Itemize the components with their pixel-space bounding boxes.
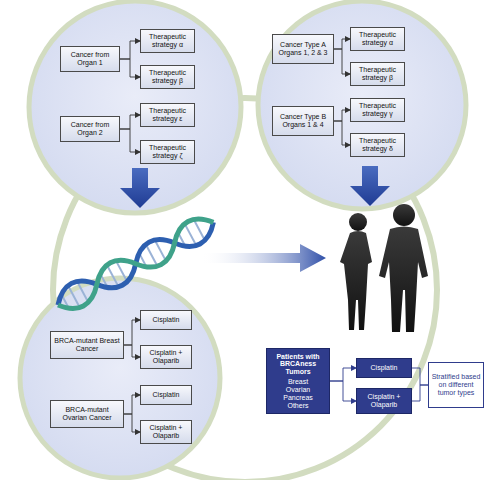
process-box: Cisplatin + Olaparib [140, 420, 192, 444]
process-box: Cancer from Organ 2 [60, 116, 120, 142]
circle-top-right [258, 1, 466, 209]
process-box: Cisplatin + Olaparib [140, 345, 192, 369]
box-text: Cancer Type B Organs 1 & 4 [275, 113, 331, 129]
box-text: BRCA-mutant Breast Cancer [53, 337, 121, 353]
process-box: Cancer Type B Organs 1 & 4 [272, 106, 334, 136]
connector [120, 41, 140, 59]
horizontal-arrow [200, 244, 326, 272]
process-box: Cancer Type A Organs 1, 2 & 3 [272, 34, 334, 64]
dna-helix [52, 211, 220, 317]
box-text: Therapeutic strategy δ [353, 137, 402, 153]
process-box: Therapeutic strategy α [140, 29, 195, 53]
down-arrow [120, 168, 160, 208]
box-text: Cisplatin [371, 364, 398, 372]
box-text: Breast Ovarian Pancreas Others [283, 378, 313, 409]
box-text: Stratified based on different tumor type… [431, 373, 481, 396]
box-text: Therapeutic strategy β [353, 66, 402, 82]
box-text: BRCA-mutant Ovarian Cancer [53, 406, 121, 422]
dark-box: Patients with BRCAness TumorsBreast Ovar… [266, 348, 330, 414]
outline-box: Stratified based on different tumor type… [428, 362, 484, 408]
box-text: Therapeutic strategy ζ [143, 144, 192, 160]
box-text: Cancer from Organ 1 [63, 51, 117, 67]
box-text: Cancer Type A Organs 1, 2 & 3 [275, 41, 331, 57]
down-arrow [350, 166, 390, 206]
connector [124, 345, 140, 357]
process-box: BRCA-mutant Breast Cancer [50, 331, 124, 359]
connector [412, 368, 428, 385]
process-box: Therapeutic strategy ε [140, 103, 195, 127]
connector [330, 381, 356, 401]
process-box: Cisplatin [140, 310, 192, 330]
box-text: Therapeutic strategy α [353, 31, 402, 47]
box-text: Cisplatin + Olaparib [359, 393, 409, 409]
connector [334, 121, 350, 145]
dark-box: Cisplatin + Olaparib [356, 388, 412, 414]
process-box: Therapeutic strategy β [140, 65, 195, 89]
connector [120, 129, 140, 152]
box-text: Cisplatin + Olaparib [143, 424, 189, 440]
circle-bottom-left [20, 278, 220, 478]
process-box: Therapeutic strategy δ [350, 133, 405, 157]
connector [124, 414, 140, 432]
people-silhouette [340, 204, 428, 332]
box-text: Cancer from Organ 2 [63, 121, 117, 137]
connector [120, 59, 140, 77]
connector [334, 39, 350, 49]
box-text: Cisplatin + Olaparib [143, 349, 189, 365]
box-text: Therapeutic strategy γ [353, 102, 402, 118]
circle-top-left [29, 1, 241, 213]
connector [124, 320, 140, 345]
box-text: Therapeutic strategy ε [143, 107, 192, 123]
process-box: Cancer from Organ 1 [60, 46, 120, 72]
process-box: BRCA-mutant Ovarian Cancer [50, 400, 124, 428]
process-box: Therapeutic strategy α [350, 27, 405, 51]
connector [330, 368, 356, 381]
dark-box: Cisplatin [356, 358, 412, 378]
box-text: Patients with BRCAness Tumors [269, 353, 327, 376]
connector [334, 110, 350, 121]
box-text: Therapeutic strategy β [143, 69, 192, 85]
connector [334, 49, 350, 74]
connector [120, 115, 140, 129]
box-text: Therapeutic strategy α [143, 33, 192, 49]
box-text: Cisplatin [153, 391, 180, 399]
connector [124, 395, 140, 414]
process-box: Therapeutic strategy γ [350, 98, 405, 122]
process-box: Cisplatin [140, 385, 192, 405]
process-box: Therapeutic strategy β [350, 62, 405, 86]
connector [412, 385, 428, 401]
process-box: Therapeutic strategy ζ [140, 140, 195, 164]
box-text: Cisplatin [153, 316, 180, 324]
